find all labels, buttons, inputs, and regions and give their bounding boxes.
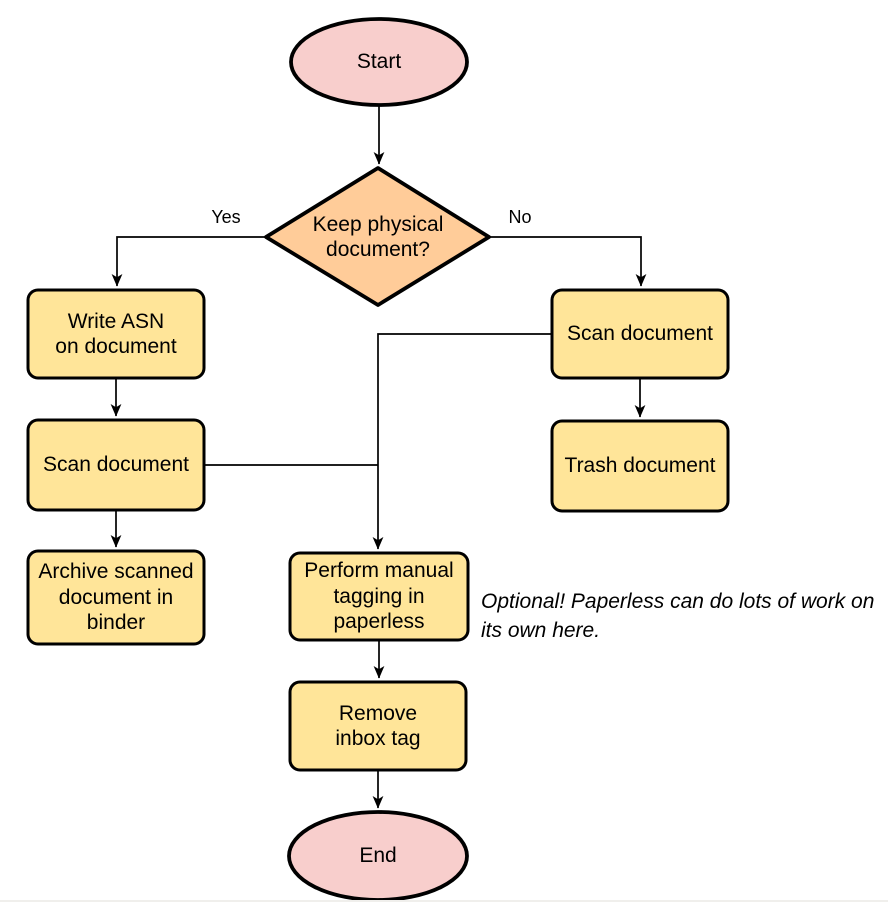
optional-annotation: Optional! Paperless can do lots of work … — [481, 590, 875, 642]
edge-label-yes: Yes — [211, 207, 241, 227]
start-terminal-shape — [289, 17, 469, 107]
remove-inbox-label: Remove inbox tag — [335, 701, 421, 750]
scan-right-label: Scan document — [567, 322, 713, 346]
edge-scan-right-to-tagging — [372, 333, 552, 550]
scan-right-process-shape — [550, 288, 730, 380]
bottom-divider — [0, 900, 888, 902]
trash-process-shape — [550, 419, 730, 513]
write-asn-label: Write ASN on document — [55, 309, 177, 358]
tagging-label: Perform manual tagging in paperless — [304, 559, 454, 634]
edge-decision-yes-to-write-asn — [111, 236, 266, 287]
start-label: Start — [356, 50, 402, 74]
archive-label: Archive scanned document in binder — [38, 560, 194, 635]
write-asn-process-shape — [26, 288, 206, 380]
end-label: End — [359, 844, 397, 868]
edge-label-no: No — [508, 207, 532, 227]
flowchart-nodes — [26, 17, 730, 902]
tagging-process-shape — [288, 551, 470, 642]
flowchart-edges — [110, 105, 647, 809]
archive-process-shape — [26, 549, 206, 646]
trash-label: Trash document — [564, 454, 716, 478]
edge-decision-no-to-scan-right — [489, 236, 647, 287]
decision-label: Keep physical document? — [312, 212, 444, 261]
scan-left-label: Scan document — [43, 453, 189, 477]
scan-left-process-shape — [26, 418, 206, 512]
decision-diamond-shape — [264, 166, 491, 307]
remove-inbox-process-shape — [288, 680, 468, 772]
